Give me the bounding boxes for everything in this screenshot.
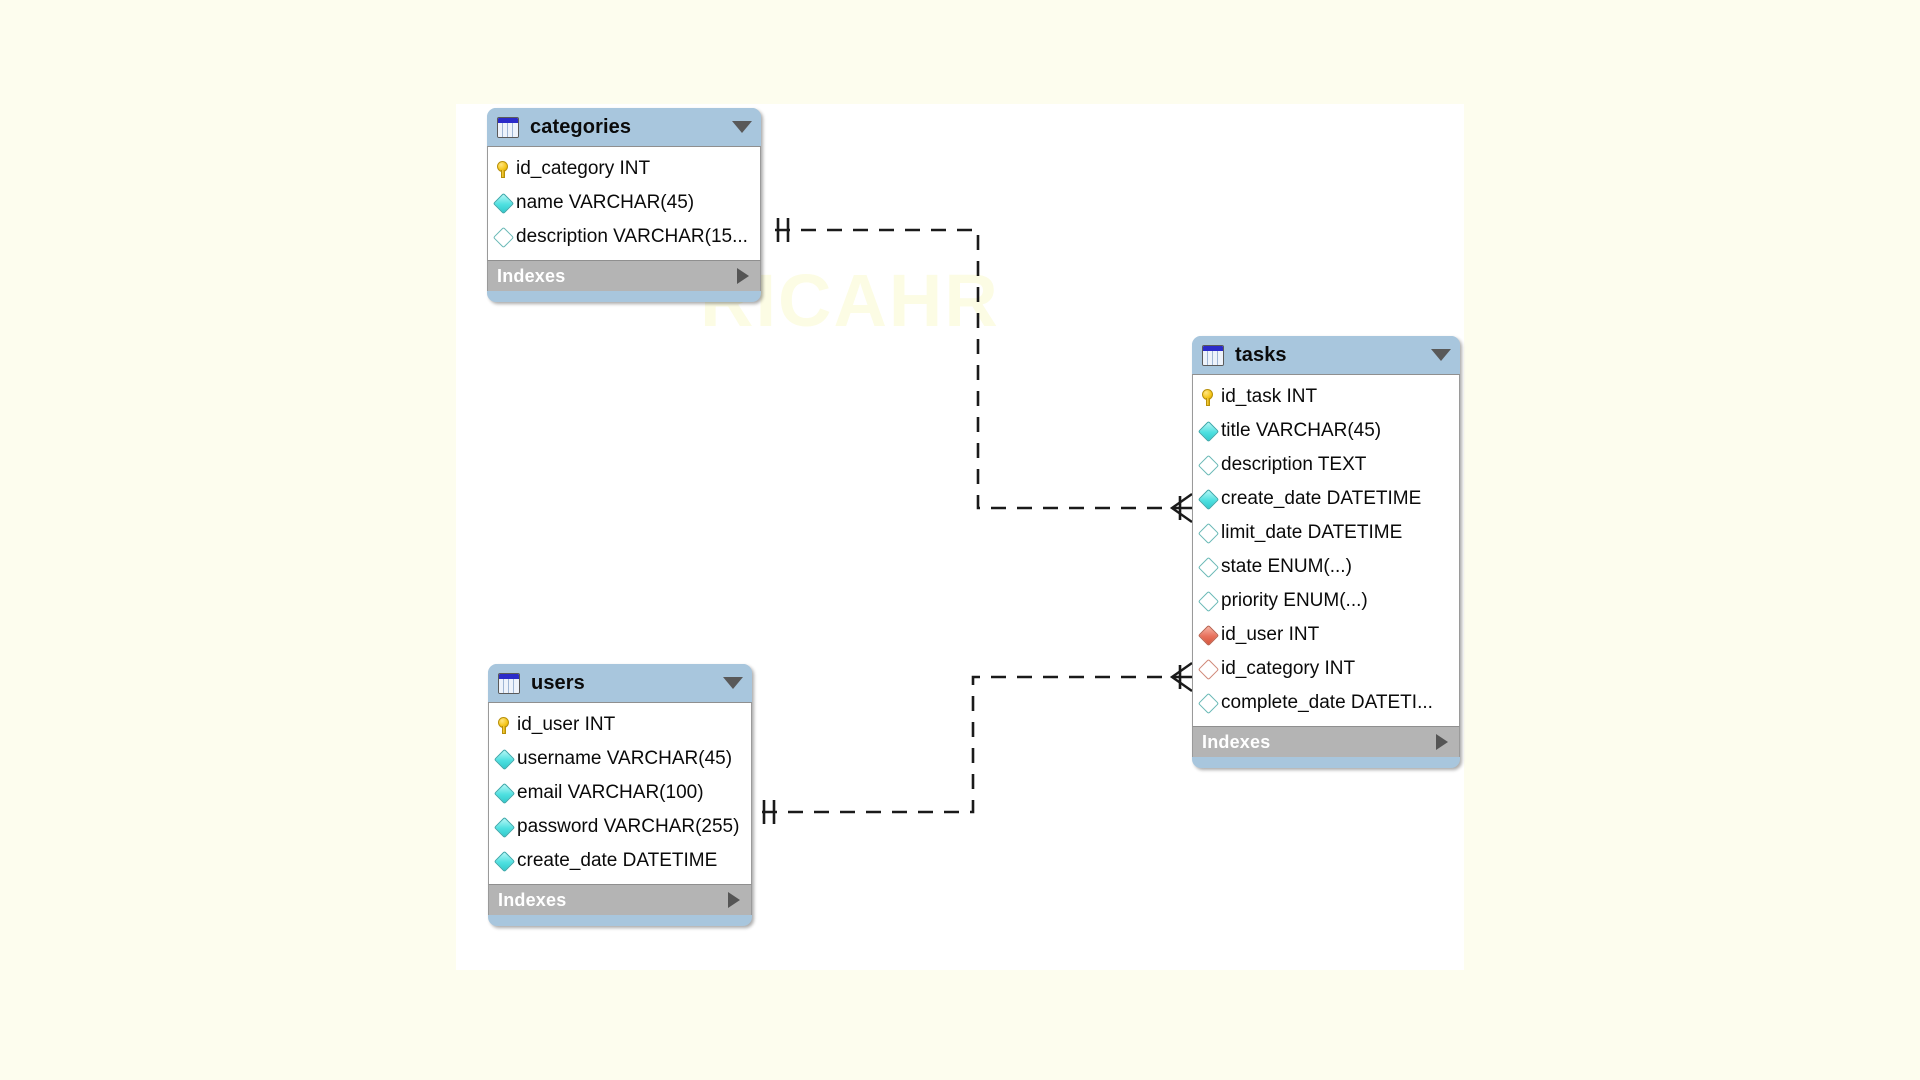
table-icon bbox=[1202, 344, 1224, 366]
chevron-right-icon[interactable] bbox=[728, 892, 740, 908]
column-label: password VARCHAR(255) bbox=[517, 816, 740, 837]
column-row[interactable]: id_task INT bbox=[1193, 380, 1459, 414]
table-header[interactable]: categories bbox=[487, 108, 761, 146]
column-label: description VARCHAR(15... bbox=[516, 226, 748, 247]
column-label: title VARCHAR(45) bbox=[1221, 420, 1382, 441]
chevron-down-icon[interactable] bbox=[723, 677, 743, 689]
table-title: users bbox=[531, 671, 585, 694]
column-label: create_date DATETIME bbox=[517, 850, 718, 871]
table-title: categories bbox=[530, 115, 632, 138]
column-notnull-icon bbox=[492, 192, 515, 214]
column-row[interactable]: password VARCHAR(255) bbox=[489, 810, 751, 844]
table-users[interactable]: users id_user INT username VARCHAR(45) e… bbox=[488, 664, 752, 926]
chevron-down-icon[interactable] bbox=[732, 121, 752, 133]
primary-key-icon bbox=[497, 716, 512, 735]
table-icon bbox=[498, 672, 520, 694]
table-tasks[interactable]: tasks id_task INT title VARCHAR(45) desc… bbox=[1192, 336, 1460, 768]
column-row[interactable]: username VARCHAR(45) bbox=[489, 742, 751, 776]
chevron-down-icon[interactable] bbox=[1431, 349, 1451, 361]
column-nullable-icon bbox=[492, 226, 515, 248]
indexes-label: Indexes bbox=[1202, 731, 1271, 752]
column-list: id_category INT name VARCHAR(45) descrip… bbox=[487, 146, 761, 260]
column-label: complete_date DATETI... bbox=[1221, 692, 1433, 713]
column-notnull-icon bbox=[493, 782, 516, 804]
column-label: id_user INT bbox=[1221, 624, 1320, 645]
table-categories[interactable]: categories id_category INT name VARCHAR(… bbox=[487, 108, 761, 302]
column-label: id_user INT bbox=[517, 714, 616, 735]
column-row[interactable]: limit_date DATETIME bbox=[1193, 516, 1459, 550]
indexes-bar[interactable]: Indexes bbox=[487, 260, 761, 291]
column-nullable-icon bbox=[1197, 692, 1220, 714]
column-row[interactable]: id_user INT bbox=[1193, 618, 1459, 652]
column-label: id_category INT bbox=[1221, 658, 1356, 679]
column-row[interactable]: email VARCHAR(100) bbox=[489, 776, 751, 810]
foreign-key-nullable-icon bbox=[1197, 658, 1220, 680]
column-nullable-icon bbox=[1197, 556, 1220, 578]
column-label: username VARCHAR(45) bbox=[517, 748, 733, 769]
column-label: description TEXT bbox=[1221, 454, 1367, 475]
column-label: id_category INT bbox=[516, 158, 651, 179]
table-icon bbox=[497, 116, 519, 138]
column-label: name VARCHAR(45) bbox=[516, 192, 695, 213]
column-row[interactable]: state ENUM(...) bbox=[1193, 550, 1459, 584]
column-label: state ENUM(...) bbox=[1221, 556, 1352, 577]
column-notnull-icon bbox=[493, 850, 516, 872]
column-row[interactable]: name VARCHAR(45) bbox=[488, 186, 760, 220]
table-header[interactable]: users bbox=[488, 664, 752, 702]
column-row[interactable]: id_category INT bbox=[1193, 652, 1459, 686]
column-notnull-icon bbox=[493, 816, 516, 838]
column-row[interactable]: create_date DATETIME bbox=[489, 844, 751, 878]
table-header[interactable]: tasks bbox=[1192, 336, 1460, 374]
column-nullable-icon bbox=[1197, 522, 1220, 544]
column-row[interactable]: id_category INT bbox=[488, 152, 760, 186]
column-label: email VARCHAR(100) bbox=[517, 782, 704, 803]
column-row[interactable]: title VARCHAR(45) bbox=[1193, 414, 1459, 448]
indexes-label: Indexes bbox=[498, 889, 567, 910]
column-row[interactable]: priority ENUM(...) bbox=[1193, 584, 1459, 618]
column-list: id_user INT username VARCHAR(45) email V… bbox=[488, 702, 752, 884]
column-row[interactable]: description VARCHAR(15... bbox=[488, 220, 760, 254]
foreign-key-notnull-icon bbox=[1197, 624, 1220, 646]
indexes-bar[interactable]: Indexes bbox=[1192, 726, 1460, 757]
indexes-label: Indexes bbox=[497, 265, 566, 286]
column-notnull-icon bbox=[1197, 420, 1220, 442]
table-title: tasks bbox=[1235, 343, 1287, 366]
column-row[interactable]: id_user INT bbox=[489, 708, 751, 742]
column-label: priority ENUM(...) bbox=[1221, 590, 1368, 611]
column-label: limit_date DATETIME bbox=[1221, 522, 1403, 543]
chevron-right-icon[interactable] bbox=[737, 268, 749, 284]
column-row[interactable]: create_date DATETIME bbox=[1193, 482, 1459, 516]
primary-key-icon bbox=[496, 160, 511, 179]
chevron-right-icon[interactable] bbox=[1436, 734, 1448, 750]
column-row[interactable]: complete_date DATETI... bbox=[1193, 686, 1459, 720]
column-notnull-icon bbox=[1197, 488, 1220, 510]
column-notnull-icon bbox=[493, 748, 516, 770]
column-list: id_task INT title VARCHAR(45) descriptio… bbox=[1192, 374, 1460, 726]
column-label: id_task INT bbox=[1221, 386, 1318, 407]
column-label: create_date DATETIME bbox=[1221, 488, 1422, 509]
column-nullable-icon bbox=[1197, 590, 1220, 612]
primary-key-icon bbox=[1201, 388, 1216, 407]
indexes-bar[interactable]: Indexes bbox=[488, 884, 752, 915]
column-row[interactable]: description TEXT bbox=[1193, 448, 1459, 482]
column-nullable-icon bbox=[1197, 454, 1220, 476]
